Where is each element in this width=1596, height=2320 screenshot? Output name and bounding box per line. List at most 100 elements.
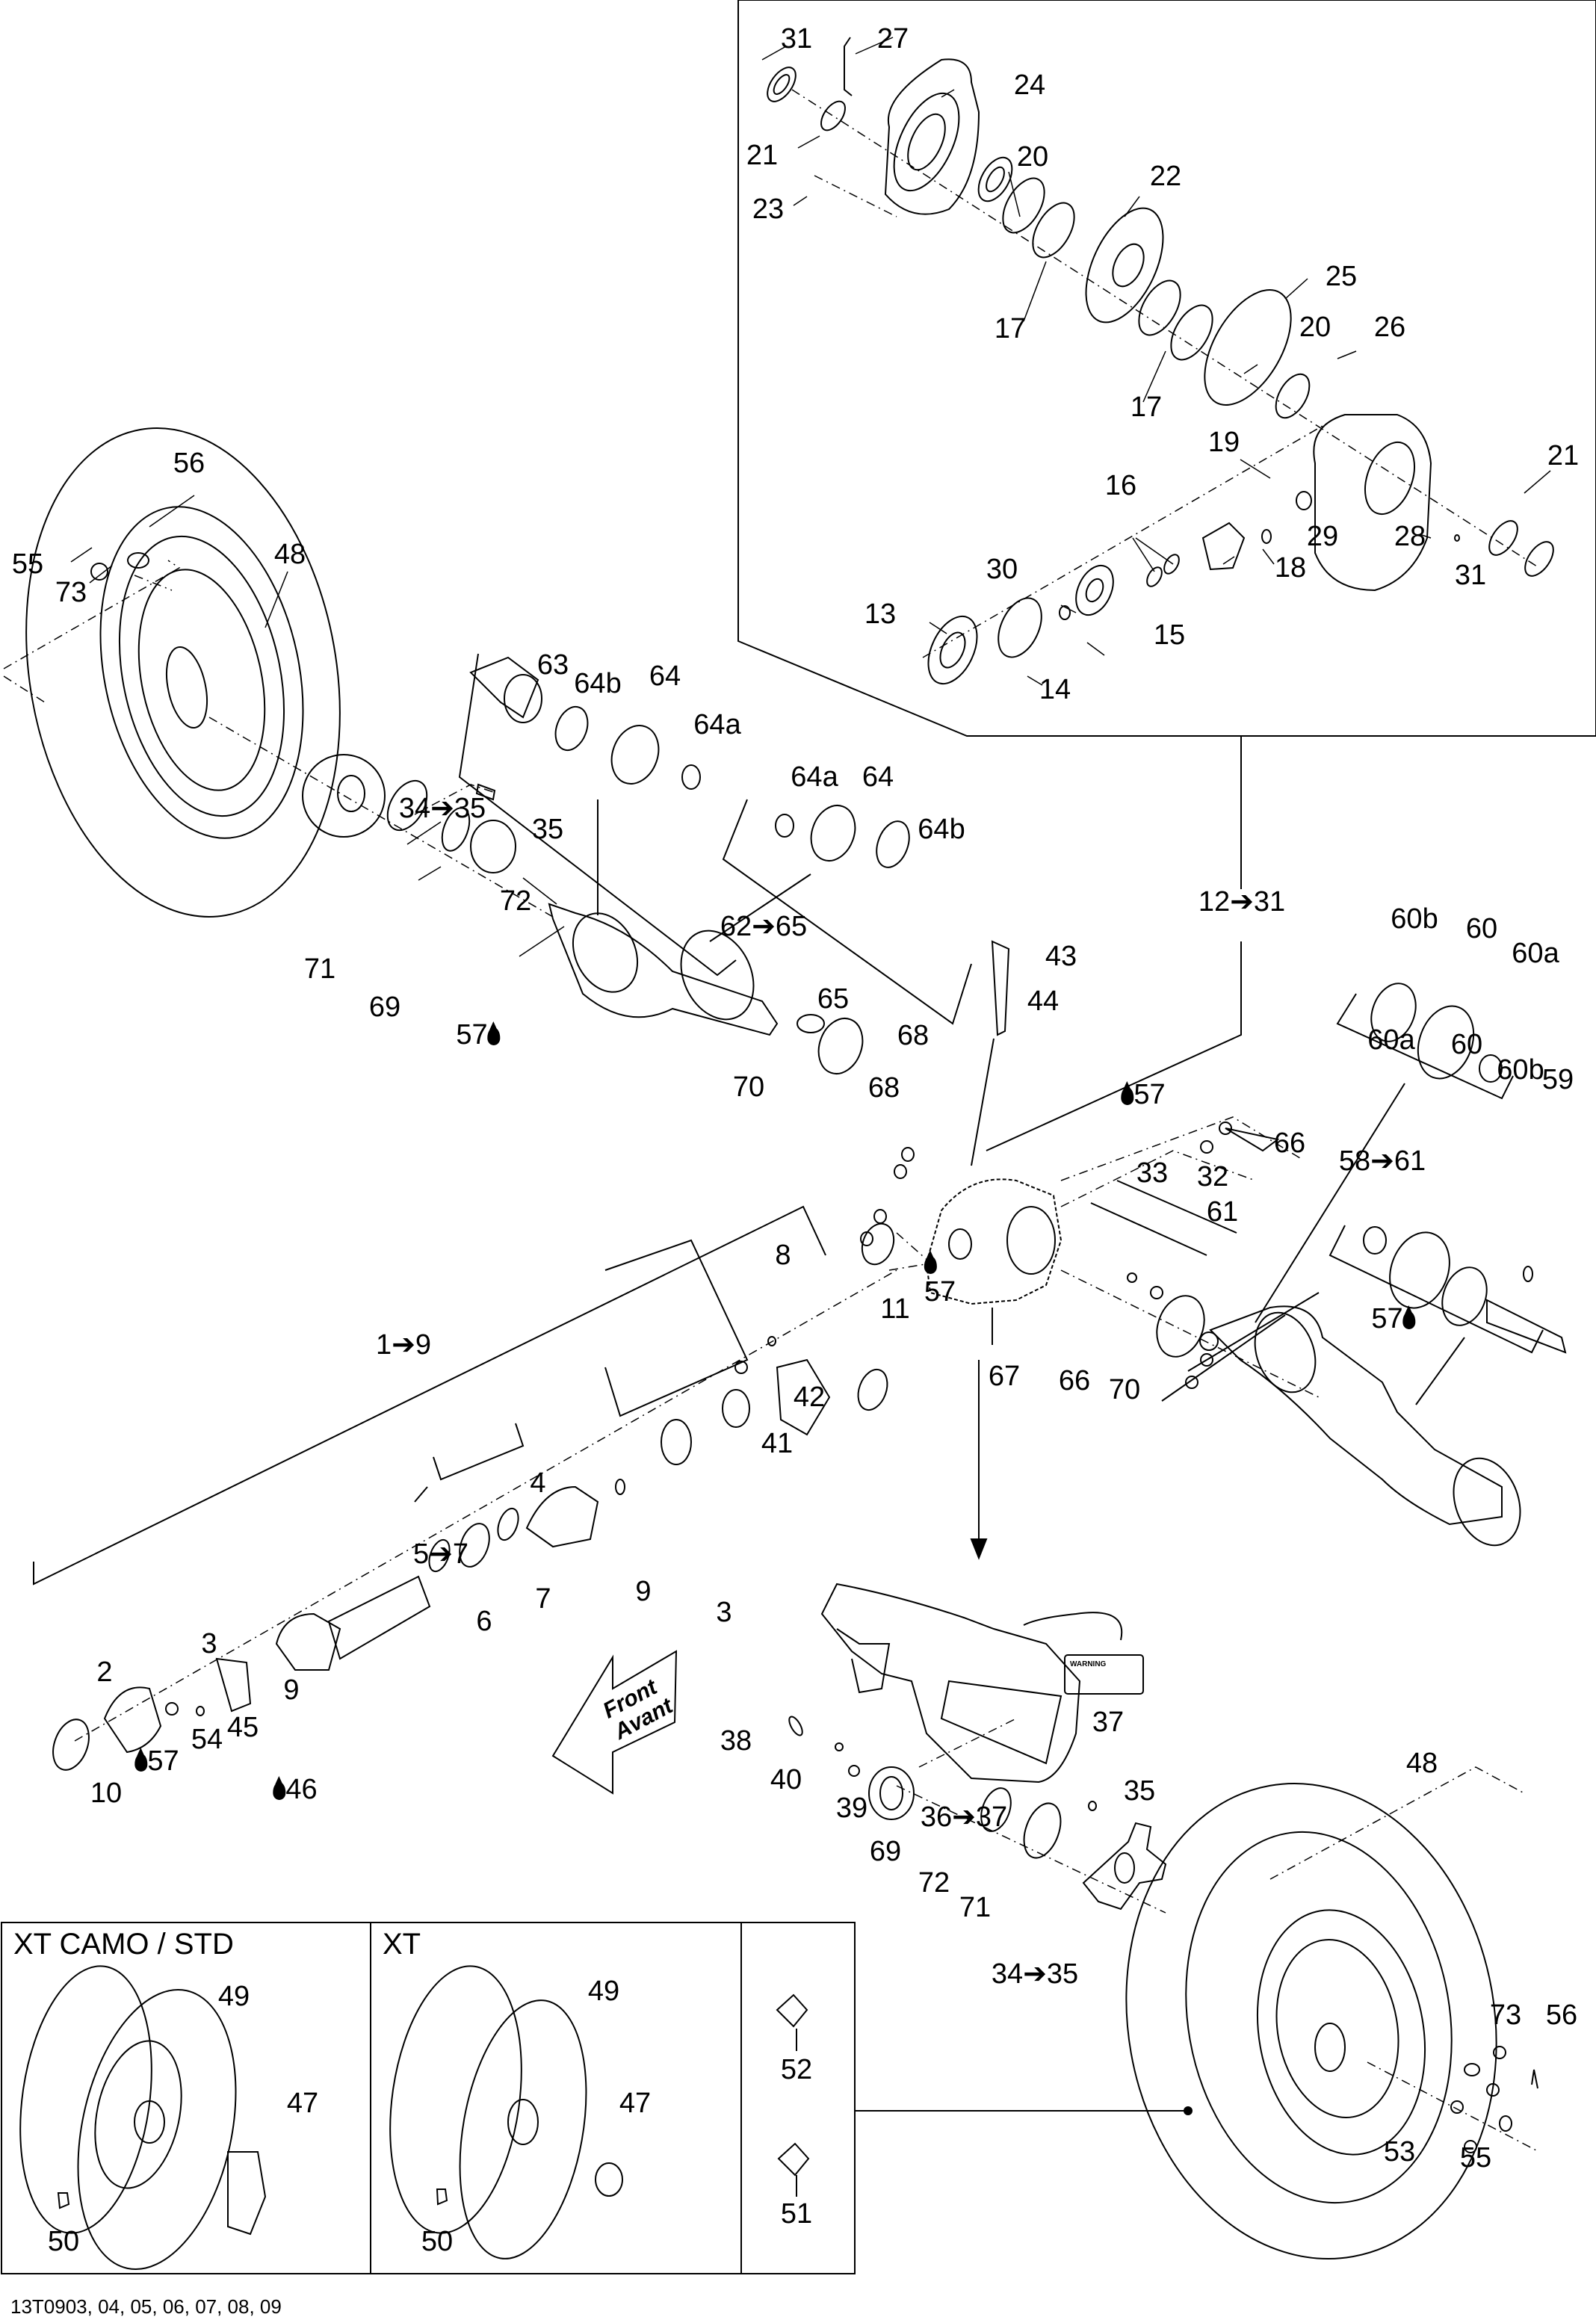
callout-33: 33 xyxy=(1136,1157,1169,1189)
callout-50-xt: 50 xyxy=(421,2226,454,2257)
callout-60-2: 60 xyxy=(1450,1029,1483,1060)
callout-25: 25 xyxy=(1325,261,1358,292)
front-direction-arrow xyxy=(551,1650,678,1795)
callout-39: 39 xyxy=(835,1792,868,1824)
callout-43: 43 xyxy=(1045,941,1077,972)
callout-64: 64 xyxy=(649,661,681,692)
callout-12-31: 12➔31 xyxy=(1198,886,1286,918)
callout-73-b: 73 xyxy=(1489,1999,1522,2031)
callout-47-xt: 47 xyxy=(619,2088,652,2119)
rim-xt-camo-std xyxy=(19,1965,267,2271)
callout-57-grease-d: 57 xyxy=(1371,1305,1416,1333)
callout-1-9: 1➔9 xyxy=(375,1329,432,1361)
grease-drop-icon xyxy=(924,1250,937,1274)
callout-11: 11 xyxy=(880,1293,910,1325)
callout-60a-2: 60a xyxy=(1367,1024,1415,1056)
decals xyxy=(776,1993,810,2197)
callout-57-grease-b: 57 xyxy=(1121,1080,1166,1109)
differential-centerlines xyxy=(791,89,1540,658)
callout-45: 45 xyxy=(226,1712,259,1743)
rim-xt xyxy=(389,1965,623,2259)
callout-29: 29 xyxy=(1306,521,1339,552)
callout-60b: 60b xyxy=(1391,903,1438,935)
left-drive-axle xyxy=(458,653,972,1074)
callout-15: 15 xyxy=(1153,619,1186,651)
callout-48: 48 xyxy=(273,539,306,570)
callout-24: 24 xyxy=(1013,69,1046,101)
grease-drop-icon xyxy=(1121,1081,1134,1105)
callout-19: 19 xyxy=(1207,427,1240,458)
callout-69: 69 xyxy=(368,992,401,1023)
callout-64b-2: 64b xyxy=(918,814,965,845)
skid-plate xyxy=(788,1583,1144,1784)
warning-label-heading: WARNING xyxy=(1070,1660,1107,1668)
housing-centerlines xyxy=(888,1116,1320,1398)
callout-59: 59 xyxy=(1541,1064,1574,1095)
callout-2: 2 xyxy=(96,1657,113,1688)
callout-7: 7 xyxy=(535,1583,551,1615)
callout-17: 17 xyxy=(994,313,1027,344)
callout-55-b: 55 xyxy=(1459,2142,1492,2174)
callout-23: 23 xyxy=(752,194,785,225)
callout-3: 3 xyxy=(716,1597,732,1628)
callout-57-grease: 57 xyxy=(456,1021,501,1049)
callout-5-7: 5➔7 xyxy=(412,1538,469,1570)
callout-56-b: 56 xyxy=(1545,1999,1578,2031)
callout-20-b: 20 xyxy=(1299,312,1331,343)
callout-9: 9 xyxy=(635,1576,652,1607)
grease-drop-icon xyxy=(134,1748,148,1772)
callout-57-grease-c: 57 xyxy=(924,1249,956,1306)
propeller-shaft xyxy=(33,1205,888,1771)
callout-37: 37 xyxy=(1092,1707,1125,1738)
callout-64b: 64b xyxy=(574,668,622,699)
callout-72: 72 xyxy=(499,885,532,917)
callout-16: 16 xyxy=(1104,470,1137,501)
right-wheel xyxy=(856,1766,1538,2259)
callout-10: 10 xyxy=(90,1778,123,1809)
callout-60a: 60a xyxy=(1512,938,1559,969)
right-drive-axle xyxy=(1209,983,1567,1547)
callout-4: 4 xyxy=(530,1467,546,1499)
differential-inset-frame xyxy=(737,0,1596,737)
callout-34-35-b: 34➔35 xyxy=(991,1958,1079,1990)
callout-49: 49 xyxy=(217,1981,250,2012)
callout-57-grease-e: 57 xyxy=(134,1747,179,1775)
callout-48-b: 48 xyxy=(1405,1748,1438,1779)
callout-68-b: 68 xyxy=(867,1072,900,1104)
callout-17-b: 17 xyxy=(1130,392,1163,423)
callout-28: 28 xyxy=(1394,521,1426,552)
callout-71: 71 xyxy=(303,953,336,985)
left-wheel-centerlines xyxy=(3,560,557,920)
callout-53: 53 xyxy=(1383,2136,1416,2168)
callout-70-b: 70 xyxy=(1108,1374,1141,1405)
callout-38: 38 xyxy=(720,1725,752,1757)
callout-54: 54 xyxy=(191,1724,223,1755)
callout-51: 51 xyxy=(780,2198,813,2230)
callout-62-65: 62➔65 xyxy=(720,911,808,942)
callout-49-xt: 49 xyxy=(587,1976,620,2007)
callout-50: 50 xyxy=(47,2226,80,2257)
callout-8: 8 xyxy=(775,1240,791,1271)
callout-72-b: 72 xyxy=(918,1867,950,1899)
callout-64a-2: 64a xyxy=(791,761,838,793)
grease-drop-icon xyxy=(273,1776,286,1800)
callout-66: 66 xyxy=(1273,1127,1306,1159)
callout-35: 35 xyxy=(531,814,564,845)
figure-code: 13T0903, 04, 05, 06, 07, 08, 09 xyxy=(10,2295,282,2318)
callout-13: 13 xyxy=(864,598,897,630)
callout-22: 22 xyxy=(1149,161,1182,192)
callout-18: 18 xyxy=(1274,552,1307,584)
grease-drop-icon xyxy=(1402,1305,1416,1329)
callout-6: 6 xyxy=(476,1606,492,1637)
callout-44: 44 xyxy=(1027,986,1060,1017)
left-wheel xyxy=(25,427,516,918)
callout-14: 14 xyxy=(1039,674,1071,705)
callout-66-b: 66 xyxy=(1058,1365,1091,1396)
callout-65: 65 xyxy=(817,983,850,1015)
callout-32: 32 xyxy=(1196,1161,1229,1193)
callout-52: 52 xyxy=(780,2054,813,2085)
callout-55: 55 xyxy=(11,548,44,580)
right-wheel-centerlines xyxy=(896,1718,1540,2153)
skid-plate-bracket xyxy=(1269,1766,1525,1880)
callout-41: 41 xyxy=(761,1428,794,1459)
